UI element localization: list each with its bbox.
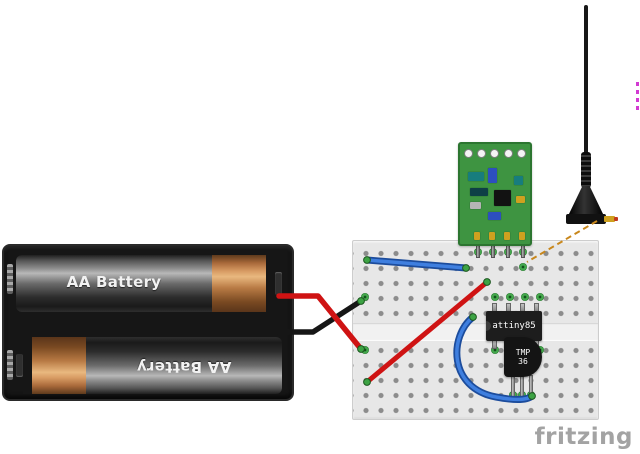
module-solder-pad [504, 232, 510, 240]
module-smd-component [468, 172, 484, 181]
breadboard-center-groove [353, 323, 598, 341]
green-hole [506, 293, 514, 301]
green-hole [521, 293, 529, 301]
module-smd-component [488, 212, 501, 220]
green-hole [519, 263, 527, 271]
battery-copper-band [212, 255, 266, 312]
antenna-base [566, 214, 606, 224]
tmp36-label-line1: TMP [515, 347, 531, 357]
module-ic [494, 190, 511, 206]
antenna-coil [581, 152, 591, 188]
battery-aa-bottom[interactable]: AA Battery [16, 337, 282, 394]
module-solder-pad [474, 232, 480, 240]
antenna-connector-tip [614, 217, 618, 221]
module-hole [464, 149, 474, 158]
battery-contact-spring [7, 350, 13, 380]
green-hole [491, 293, 499, 301]
module-smd-component [470, 188, 488, 196]
chip-notch [486, 321, 491, 331]
tmp36-leg [529, 375, 533, 397]
fritzing-watermark: fritzing [534, 424, 633, 450]
module-hole-row [460, 149, 530, 158]
module-solder-pad [489, 232, 495, 240]
green-hole [536, 293, 544, 301]
battery-holder[interactable]: AA Battery AA Battery [2, 244, 294, 401]
green-hole [361, 293, 369, 301]
module-crystal [470, 202, 481, 209]
antenna-rod [584, 5, 588, 157]
chip-pin [492, 340, 497, 349]
battery-body [16, 255, 212, 312]
battery-contact-spring [7, 264, 13, 294]
chip-label: attiny85 [492, 321, 536, 331]
module-smd-component [514, 176, 523, 185]
antenna-connector [604, 216, 615, 222]
battery-positive-terminal [275, 272, 282, 295]
battery-cap [266, 255, 275, 312]
tmp36-leg [520, 375, 524, 397]
breadboard[interactable] [352, 240, 599, 420]
battery-label: AA Battery [66, 273, 162, 291]
breadboard-holes-bottom [353, 343, 598, 417]
module-hole [490, 149, 500, 158]
battery-aa-top[interactable]: AA Battery [16, 255, 282, 312]
module-smd-component [488, 168, 497, 183]
module-hole [516, 149, 526, 158]
tmp36-sensor[interactable]: TMP 36 [504, 337, 542, 377]
battery-label: AA Battery [136, 358, 232, 376]
module-solder-pad [516, 196, 525, 203]
green-hole [361, 346, 369, 354]
antenna-cone [568, 186, 604, 216]
tmp36-label-line2: 36 [518, 357, 528, 366]
battery-positive-terminal [16, 354, 23, 377]
battery-cap [23, 337, 32, 394]
module-solder-pad [519, 232, 525, 240]
module-hole [503, 149, 513, 158]
battery-copper-band [32, 337, 86, 394]
module-hole [477, 149, 487, 158]
tmp36-leg [511, 375, 515, 397]
rf-transmitter-module[interactable] [458, 142, 532, 246]
